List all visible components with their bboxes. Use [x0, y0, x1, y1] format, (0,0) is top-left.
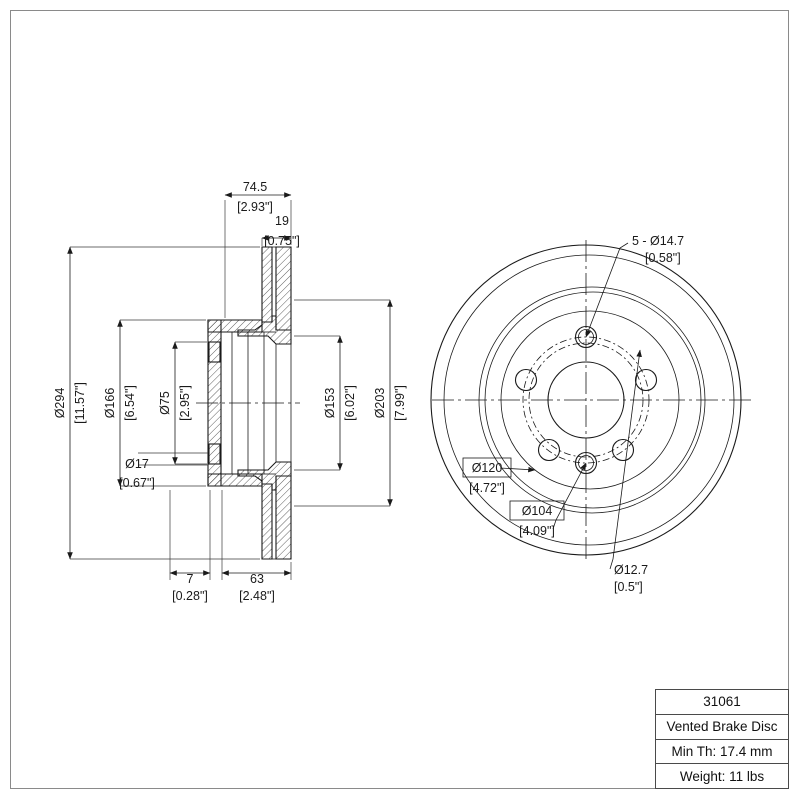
- disc-outer-circle: [430, 244, 742, 556]
- leader-bolt-inner: [552, 462, 587, 530]
- callout-lug-holes-imperial: [0.58"]: [645, 251, 681, 265]
- title-block-weight: Weight: 11 lbs: [679, 768, 765, 784]
- leader-lug-holes: [585, 242, 629, 338]
- dim-pad-dia-metric: Ø203: [373, 388, 387, 419]
- front-view: [430, 240, 752, 570]
- callout-bolt-inner-metric: Ø104: [522, 504, 553, 518]
- dim-mid-dia: [294, 335, 343, 471]
- dim-vent-width-imperial: [0.75"]: [264, 234, 300, 248]
- dim-offset-imperial: [2.48"]: [239, 589, 275, 603]
- title-block-min-thickness: Min Th: 17.4 mm: [656, 740, 788, 765]
- lug-hole-lower-right: [611, 438, 635, 462]
- center-bore: [547, 361, 625, 439]
- title-block: 31061 Vented Brake Disc Min Th: 17.4 mm …: [655, 689, 789, 789]
- dim-overall-width-metric: 74.5: [243, 180, 267, 194]
- hat-wall: [207, 319, 222, 487]
- callout-small-hole-metric: Ø12.7: [614, 563, 648, 577]
- dim-inner-dia-metric: Ø166: [103, 388, 117, 419]
- callout-bolt-outer-metric: Ø120: [472, 461, 503, 475]
- dim-vent-width-metric: 19: [275, 214, 289, 228]
- dim-offset-metric: 63: [250, 572, 264, 586]
- dim-mid-dia-imperial: [6.02"]: [343, 385, 357, 421]
- callout-box-bolt-outer: [462, 457, 512, 478]
- lug-hole-top-inner: [578, 329, 594, 345]
- dim-outer-dia-imperial: [11.57"]: [73, 382, 87, 424]
- bolt-circle-inner: [528, 342, 644, 458]
- lower-disc-ring: [261, 475, 292, 560]
- callout-small-hole-imperial: [0.5"]: [614, 580, 643, 594]
- dim-hub-dia-metric: Ø75: [158, 391, 172, 415]
- title-block-description: Vented Brake Disc: [656, 715, 788, 740]
- dim-outer-dia: [67, 246, 260, 560]
- callout-lug-holes-metric: 5 - Ø14.7: [632, 234, 684, 248]
- leader-small-hole: [609, 349, 642, 570]
- lug-hole-top: [574, 325, 598, 349]
- title-block-part-number: 31061: [656, 690, 788, 715]
- lug-hole-lower-left: [537, 438, 561, 462]
- dim-vent-width: [261, 235, 292, 246]
- dim-overall-width-imperial: [2.93"]: [237, 200, 273, 214]
- dim-hat-depth-metric: 7: [187, 572, 194, 586]
- section-view: [67, 192, 393, 580]
- dim-hole-dia-imperial: [0.67"]: [119, 476, 155, 490]
- dim-inner-dia-imperial: [6.54"]: [123, 385, 137, 421]
- sheet-border: [10, 10, 789, 789]
- callout-bolt-inner-imperial: [4.09"]: [519, 524, 555, 538]
- disc-outer-circle-2: [443, 254, 735, 546]
- callout-box-bolt-inner: [509, 500, 565, 521]
- lug-hole-right: [634, 368, 658, 392]
- lug-hole-left: [514, 368, 538, 392]
- callout-bolt-outer-imperial: [4.72"]: [469, 481, 505, 495]
- dim-hub-dia-imperial: [2.95"]: [178, 385, 192, 421]
- hat-bore-lines: [220, 331, 292, 475]
- disc-pad-circle: [478, 286, 706, 514]
- disc-hat-circle: [500, 310, 680, 490]
- dim-hat-depth-imperial: [0.28"]: [172, 589, 208, 603]
- dim-hole-dia: [138, 452, 208, 466]
- lug-hole-bottom-inner: [578, 455, 594, 471]
- dim-pad-dia: [294, 299, 393, 507]
- dim-hole-dia-metric: Ø17: [125, 457, 149, 471]
- dim-hat-depth: [169, 490, 211, 580]
- dim-mid-dia-metric: Ø153: [323, 388, 337, 419]
- dim-hub-dia: [172, 341, 207, 465]
- leader-bolt-outer: [499, 466, 536, 473]
- dim-pad-dia-imperial: [7.99"]: [393, 385, 407, 421]
- dim-outer-dia-metric: Ø294: [53, 388, 67, 419]
- disc-pad-circle-2: [484, 291, 702, 509]
- dim-inner-dia: [117, 319, 206, 487]
- lower-hat-transition: [237, 461, 292, 491]
- dim-offset: [221, 490, 292, 580]
- lug-holes: [514, 325, 658, 475]
- lug-hole-bottom: [574, 451, 598, 475]
- lug-hole-section: [208, 341, 221, 465]
